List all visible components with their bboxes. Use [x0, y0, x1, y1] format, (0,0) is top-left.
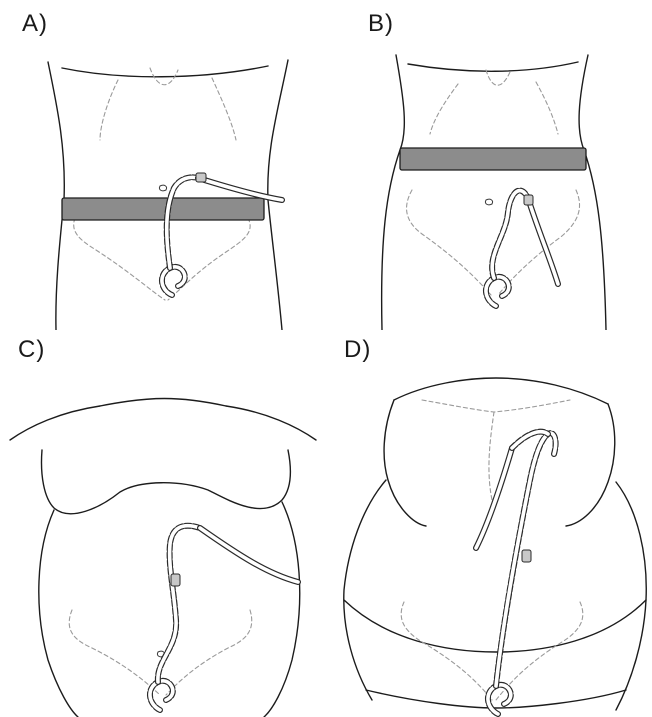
panel-c: C)	[0, 330, 326, 717]
catheter	[476, 432, 556, 714]
torso-outline	[10, 399, 316, 717]
torso-outline	[382, 55, 606, 330]
rib-cage-dashed	[100, 68, 236, 140]
panel-a-illustration	[0, 0, 326, 330]
catheter	[150, 526, 298, 710]
clavicle-dashed	[422, 400, 570, 500]
navel	[159, 185, 166, 191]
catheter	[162, 173, 282, 295]
panel-d-illustration	[326, 330, 652, 717]
rib-cage-dashed	[430, 70, 558, 134]
navel	[485, 199, 492, 205]
catheter-cuff	[171, 574, 180, 586]
catheter-cuff	[196, 173, 206, 182]
panel-b: B)	[326, 0, 652, 330]
panel-b-illustration	[326, 0, 652, 330]
belt	[400, 148, 586, 170]
catheter-cuff	[524, 195, 533, 205]
catheter	[486, 191, 558, 306]
panel-d: D)	[326, 330, 652, 717]
panel-c-illustration	[0, 330, 326, 717]
torso-outline	[344, 378, 646, 710]
belt	[62, 198, 264, 220]
catheter-cuff	[522, 550, 531, 562]
panel-a: A)	[0, 0, 326, 330]
